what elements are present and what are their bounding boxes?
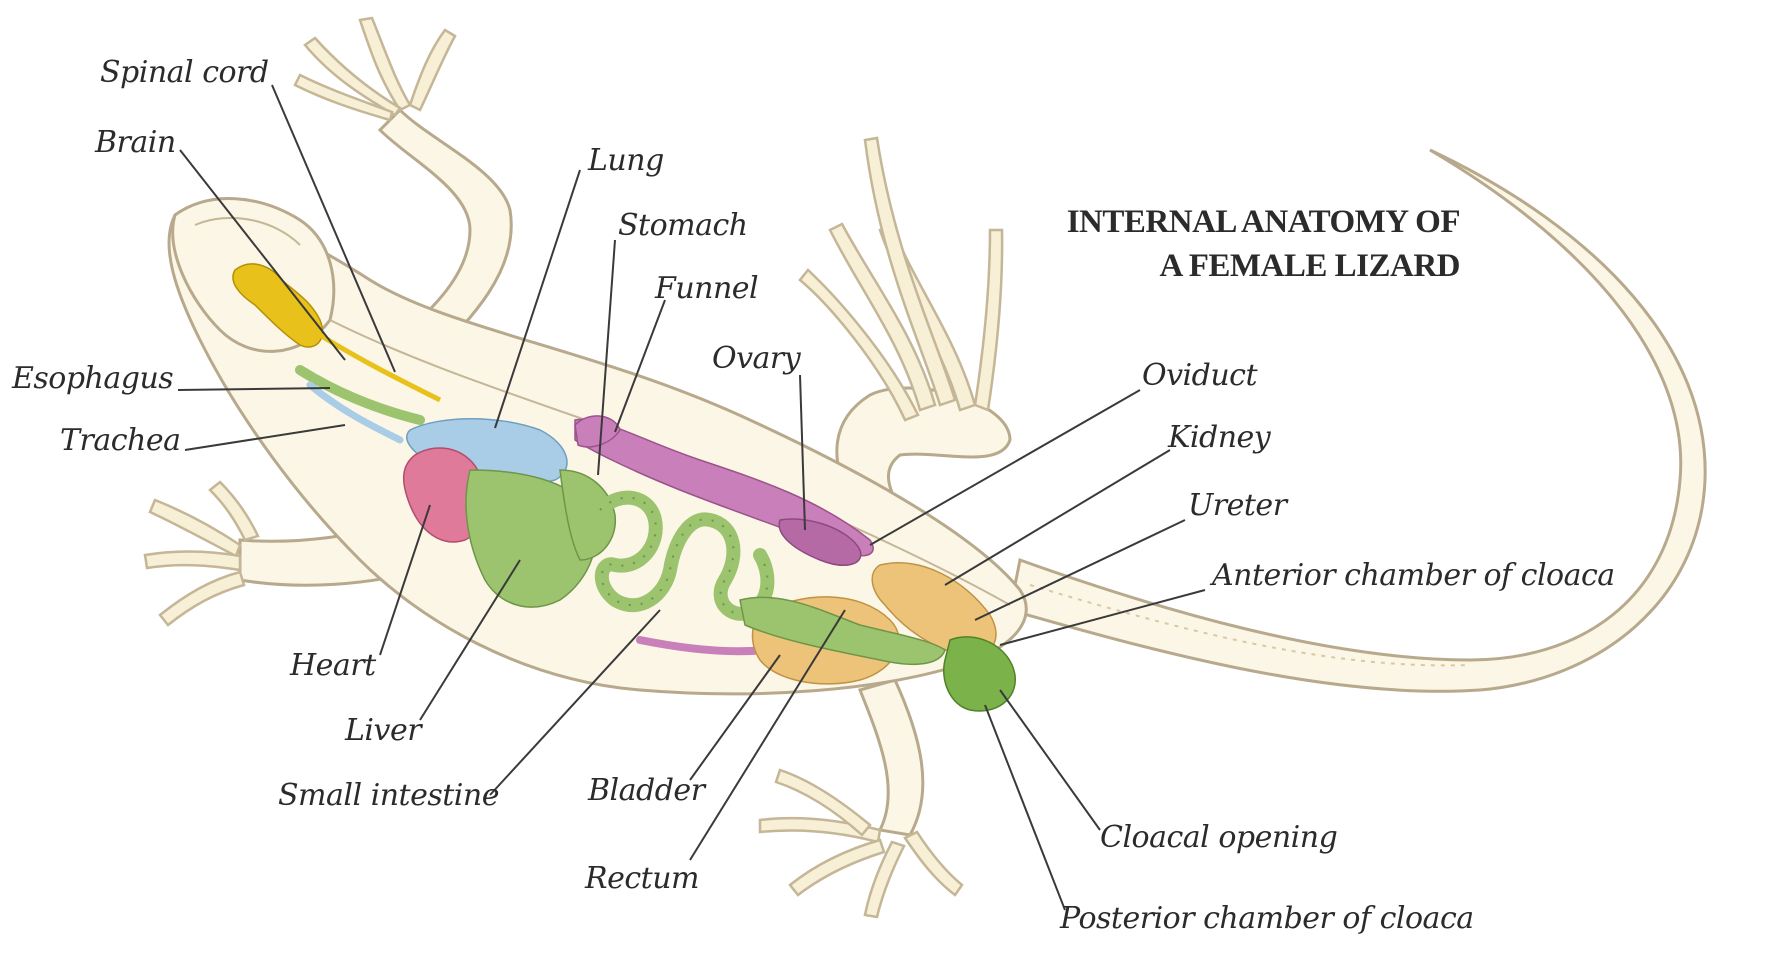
label-brain: Brain <box>94 125 176 160</box>
label-rectum: Rectum <box>584 861 699 896</box>
leader-kidney <box>945 450 1170 585</box>
label-trachea: Trachea <box>60 423 181 458</box>
label-cloacal-opening: Cloacal opening <box>1100 820 1337 855</box>
label-kidney: Kidney <box>1167 420 1272 455</box>
label-liver: Liver <box>344 713 423 748</box>
label-esophagus: Esophagus <box>11 361 173 396</box>
leader-cloacal-opening <box>1000 690 1100 830</box>
label-ovary: Ovary <box>712 341 802 376</box>
label-stomach: Stomach <box>618 208 748 243</box>
title-line-1: INTERNAL ANATOMY OF <box>1067 204 1460 240</box>
diagram-title: INTERNAL ANATOMY OF A FEMALE LIZARD <box>1067 204 1460 284</box>
lower-right-leg <box>860 680 923 835</box>
label-lung: Lung <box>587 143 664 178</box>
label-spinal-cord: Spinal cord <box>100 55 269 90</box>
title-line-2: A FEMALE LIZARD <box>1159 248 1460 284</box>
label-ureter: Ureter <box>1188 488 1289 523</box>
upper-left-hand <box>295 18 455 120</box>
upper-right-hand <box>800 138 1002 420</box>
lower-right-foot <box>760 770 962 917</box>
label-funnel: Funnel <box>654 271 758 306</box>
leader-posterior-chamber <box>985 705 1065 910</box>
label-posterior-chamber: Posterior chamber of cloaca <box>1059 901 1474 936</box>
label-anterior-chamber: Anterior chamber of cloaca <box>1209 558 1615 593</box>
label-oviduct: Oviduct <box>1142 358 1258 393</box>
label-heart: Heart <box>289 648 377 683</box>
label-bladder: Bladder <box>587 773 707 808</box>
label-small-intestine: Small intestine <box>278 778 499 813</box>
cloaca-organ <box>944 637 1016 711</box>
